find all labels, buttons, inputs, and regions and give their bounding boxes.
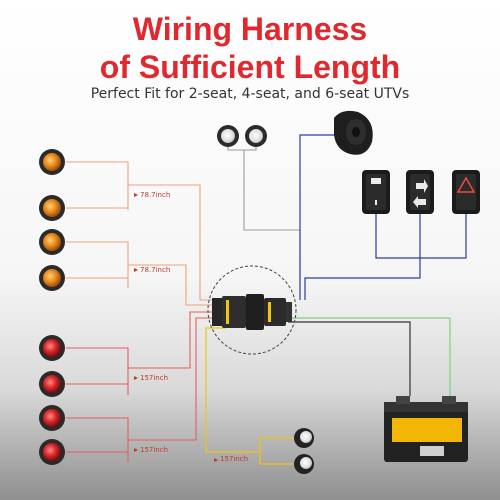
courtesy-light-bottom-2 — [294, 454, 314, 474]
amber-light-1 — [39, 149, 65, 175]
horn-icon — [334, 110, 373, 155]
courtesy-light-bottom-1 — [294, 428, 314, 448]
switch-wires — [304, 212, 467, 300]
battery-icon — [384, 396, 468, 462]
red-wires — [66, 311, 222, 462]
amber-light-4 — [39, 265, 65, 291]
horn-wire — [299, 134, 334, 300]
courtesy-light-top-1 — [217, 125, 239, 147]
battery-wire-black — [288, 321, 411, 396]
courtesy-light-top-2 — [245, 125, 267, 147]
connector-detail — [207, 265, 297, 355]
dimension-label-amber-1: 78.7inch — [140, 191, 171, 199]
switch-turn-signal — [406, 170, 434, 214]
amber-wires — [66, 161, 222, 306]
gray-wires — [227, 145, 301, 290]
red-light-4 — [39, 439, 65, 465]
title-line-1: Wiring Harness — [132, 11, 368, 47]
amber-light-3 — [39, 229, 65, 255]
amber-light-2 — [39, 195, 65, 221]
dimension-ticks — [134, 193, 218, 462]
dimension-label-amber-2: 78.7inch — [140, 266, 171, 274]
subtitle: Perfect Fit for 2-seat, 4-seat, and 6-se… — [90, 86, 410, 102]
title-line-2: of Sufficient Length — [99, 49, 401, 85]
red-light-1 — [39, 335, 65, 361]
battery-wire-green — [290, 317, 451, 396]
red-light-2 — [39, 371, 65, 397]
dimension-label-red-1: 157inch — [140, 374, 169, 382]
courtesy-wire — [205, 327, 296, 453]
dimension-label-courtesy: 157inch — [220, 455, 249, 463]
switch-hazard — [452, 170, 480, 214]
dimension-label-red-2: 157inch — [140, 446, 169, 454]
switch-horn — [362, 170, 390, 214]
red-light-3 — [39, 405, 65, 431]
